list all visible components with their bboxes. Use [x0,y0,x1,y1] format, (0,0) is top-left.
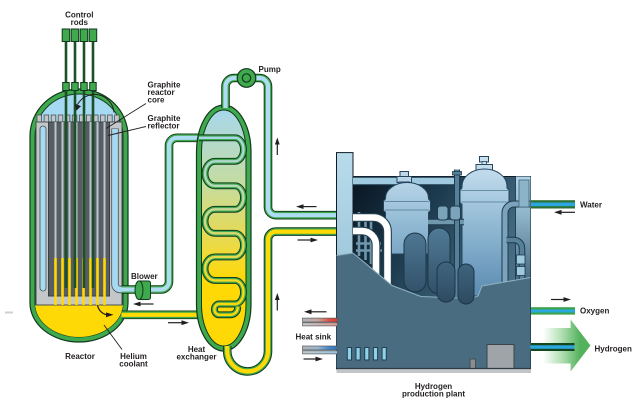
svg-text:Graphite: Graphite [148,80,181,89]
svg-text:Hydrogen: Hydrogen [595,344,632,353]
svg-text:Blower: Blower [131,272,158,281]
svg-text:Helium: Helium [120,352,147,361]
svg-text:production plant: production plant [402,389,465,398]
svg-text:Water: Water [580,201,602,210]
svg-text:core: core [148,95,165,104]
svg-text:reflector: reflector [148,122,180,131]
svg-text:Hydrogen: Hydrogen [415,382,452,391]
svg-text:Heat sink: Heat sink [296,333,332,342]
svg-text:rods: rods [71,18,89,27]
svg-text:coolant: coolant [119,359,148,368]
svg-text:Pump: Pump [259,65,281,74]
svg-text:Oxygen: Oxygen [580,307,609,316]
svg-text:reactor: reactor [148,88,175,97]
svg-text:Control: Control [65,11,93,20]
svg-text:Graphite: Graphite [148,114,181,123]
svg-text:exchanger: exchanger [176,352,216,361]
svg-text:Reactor: Reactor [65,352,95,361]
svg-text:Heat: Heat [188,345,206,354]
